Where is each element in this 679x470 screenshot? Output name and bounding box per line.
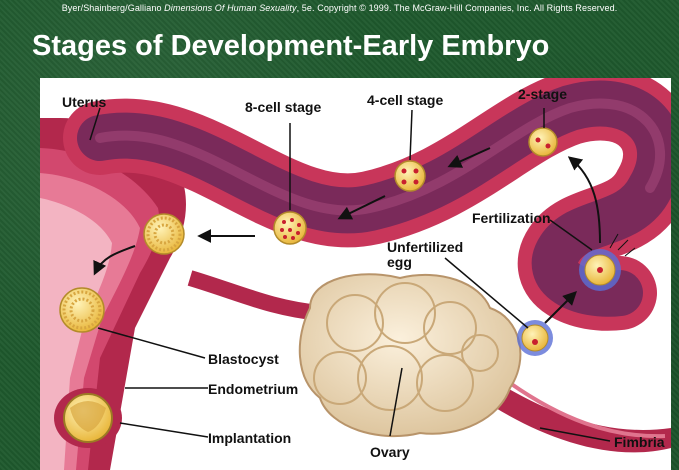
slide-title: Stages of Development-Early Embryo <box>32 30 672 63</box>
label-endometrium: Endometrium <box>208 381 298 397</box>
label-ovary: Ovary <box>370 444 410 460</box>
credit-authors: Byer/Shainberg/Galliano <box>62 3 162 13</box>
label-8-cell-stage: 8-cell stage <box>245 99 321 115</box>
reproductive-tract-illustration <box>40 78 671 470</box>
blastocyst <box>60 288 104 332</box>
credit-book-title: Dimensions Of Human Sexuality <box>164 3 296 13</box>
label-implantation: Implantation <box>208 430 291 446</box>
label-uterus: Uterus <box>62 94 106 110</box>
credit-rest: , 5e. Copyright © 1999. The McGraw-Hill … <box>297 3 618 13</box>
morula <box>144 214 184 254</box>
implantation-site <box>54 388 122 448</box>
two-cell-embryo <box>529 128 557 156</box>
ovarian-ligament <box>190 278 320 313</box>
label-fertilization: Fertilization <box>472 210 551 226</box>
ovary-illustration <box>300 274 521 436</box>
four-cell-embryo <box>395 161 425 191</box>
label-unfertilized-egg: Unfertilized egg <box>387 240 463 270</box>
label-fimbria: Fimbria <box>614 434 665 450</box>
label-unfertilized-line1: Unfertilized <box>387 240 463 255</box>
diagram-panel: Uterus 8-cell stage 4-cell stage 2-stage… <box>40 78 671 470</box>
label-blastocyst: Blastocyst <box>208 351 279 367</box>
eight-cell-embryo <box>274 212 306 244</box>
label-4-cell-stage: 4-cell stage <box>367 92 443 108</box>
label-unfertilized-line2: egg <box>387 255 463 270</box>
copyright-credit: Byer/Shainberg/Galliano Dimensions Of Hu… <box>0 3 679 13</box>
unfertilized-egg <box>517 320 553 356</box>
label-2-stage: 2-stage <box>518 86 567 102</box>
